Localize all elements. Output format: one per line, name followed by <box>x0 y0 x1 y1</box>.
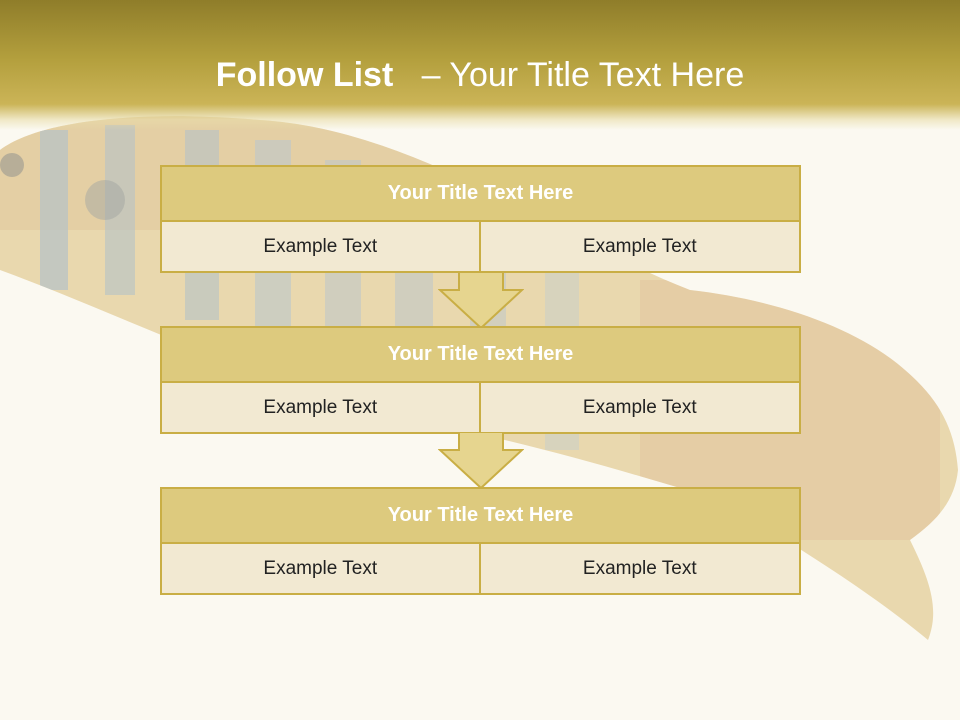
block-cell-right: Example Text <box>480 383 801 434</box>
block-title: Your Title Text Here <box>160 326 801 383</box>
block-cell-left: Example Text <box>160 222 481 273</box>
block-title: Your Title Text Here <box>160 487 801 544</box>
slide-title: Follow List – Your Title Text Here <box>0 52 960 98</box>
down-arrow-1 <box>438 272 524 330</box>
list-block-3: Your Title Text Here Example Text Exampl… <box>160 487 801 595</box>
block-title: Your Title Text Here <box>160 165 801 222</box>
block-cell-right: Example Text <box>480 544 801 595</box>
slide-title-bold: Follow List <box>215 56 394 94</box>
block-row: Example Text Example Text <box>160 383 801 434</box>
block-row: Example Text Example Text <box>160 544 801 595</box>
block-row: Example Text Example Text <box>160 222 801 273</box>
block-cell-left: Example Text <box>160 544 481 595</box>
block-cell-right: Example Text <box>480 222 801 273</box>
block-cell-left: Example Text <box>160 383 481 434</box>
down-arrow-2 <box>438 432 524 490</box>
slide-title-rest: – Your Title Text Here <box>421 56 745 94</box>
title-band <box>0 0 960 130</box>
list-block-1: Your Title Text Here Example Text Exampl… <box>160 165 801 273</box>
list-block-2: Your Title Text Here Example Text Exampl… <box>160 326 801 434</box>
